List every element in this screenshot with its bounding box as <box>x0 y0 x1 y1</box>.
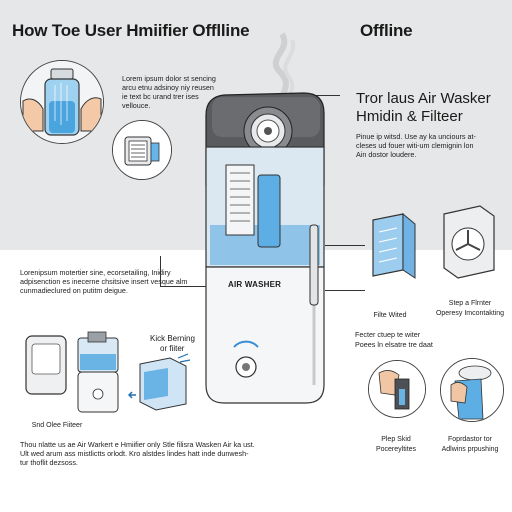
small-unit-illustration <box>25 335 67 395</box>
connector-line <box>325 290 365 291</box>
label-fecter-line2: Poees ln elsatre tre daat <box>355 340 433 349</box>
section-body: Pinue ip witsd. Use ay ka unciours at- c… <box>356 132 476 159</box>
intro-text: Lorem ipsum dolor st sencing arcu etnu a… <box>122 74 216 110</box>
left-body-text: Lorenipsum motertier sine, ecorsetailing… <box>20 268 188 295</box>
connector-line <box>160 256 161 286</box>
label-kick-line2: or fiiter <box>160 344 185 353</box>
footer-text: Thou nlatte us ae Air Warkert e Hmiifier… <box>20 440 255 467</box>
page-title: How Toe User Hmiifier Offlline <box>12 21 250 40</box>
bottle-refill-illustration <box>20 60 104 144</box>
plep-skid-illustration <box>368 360 426 418</box>
section-title-line1: Tror laus Air Wasker <box>356 90 491 107</box>
label-step-filter-line2: Operesy Imcontakting <box>435 310 505 317</box>
label-foprdator-line1: Foprdastor tor <box>448 436 492 443</box>
offline-title: Offline <box>360 21 413 40</box>
label-snd-filter: Snd Olee Fiiteer <box>31 422 83 429</box>
label-step-filter-line1: Step a Flrnter <box>448 300 492 307</box>
filter-box-illustration <box>139 353 191 411</box>
label-fecter-line1: Fecter ctuep te witer <box>355 330 421 339</box>
connector-line <box>160 286 210 287</box>
label-plep-line2: Pocereyltites <box>375 446 417 453</box>
foprdator-illustration <box>440 358 504 422</box>
connector-line <box>310 95 340 96</box>
section-title-line2: Hmidin & Filteer <box>356 108 463 125</box>
filter-detail-illustration <box>112 120 172 180</box>
wet-filter-illustration <box>372 212 416 279</box>
label-plep-line1: Plep Skid <box>381 436 411 443</box>
arrow-left-icon <box>128 391 136 399</box>
device-brand-label: AIR WASHER <box>228 280 282 289</box>
connector-line <box>325 245 365 246</box>
fan-filter-illustration <box>443 205 495 279</box>
label-filte-wited: Filte Wited <box>373 312 407 319</box>
label-foprdator-line2: Adlwins prpushing <box>441 446 499 453</box>
label-kick-line1: Kick Berning <box>150 334 195 343</box>
air-washer-device <box>205 92 325 404</box>
water-tank-illustration <box>77 331 119 413</box>
